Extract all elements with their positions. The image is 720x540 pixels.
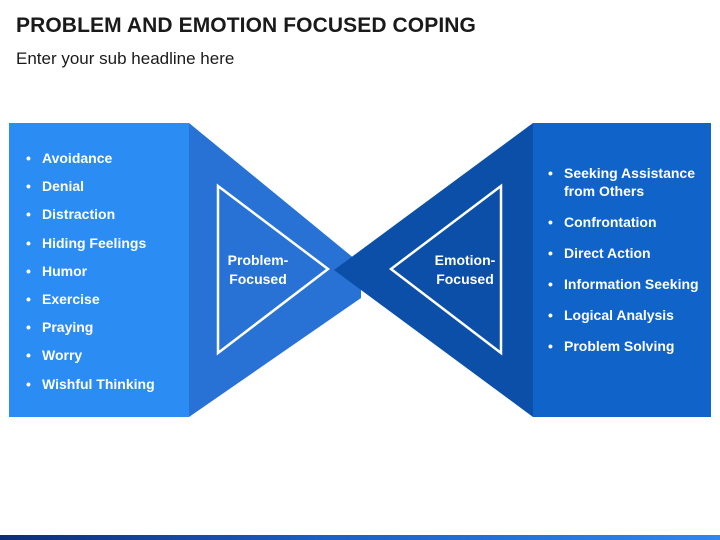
problem-triangle-outline (216, 183, 331, 356)
slide-subtitle: Enter your sub headline here (16, 49, 235, 68)
list-item: Praying (26, 318, 186, 336)
list-item: Direct Action (548, 244, 713, 262)
list-item: Logical Analysis (548, 306, 713, 324)
list-item: Information Seeking (548, 275, 713, 293)
list-item: Confrontation (548, 213, 713, 231)
list-item: Problem Solving (548, 337, 713, 355)
list-item: Denial (26, 177, 186, 195)
list-item: Wishful Thinking (26, 375, 186, 393)
left-coping-list: Avoidance Denial Distraction Hiding Feel… (26, 149, 186, 403)
problem-focused-label: Problem- Focused (227, 252, 289, 287)
slide-title: PROBLEM AND EMOTION FOCUSED COPING (16, 14, 476, 37)
list-item: Distraction (26, 205, 186, 223)
list-item: Avoidance (26, 149, 186, 167)
footer-bar (0, 535, 720, 540)
list-item: Exercise (26, 290, 186, 308)
emotion-triangle-outline (388, 183, 503, 356)
right-coping-list: Seeking Assistance from Others Confronta… (548, 164, 713, 368)
list-item: Humor (26, 262, 186, 280)
list-item: Hiding Feelings (26, 234, 186, 252)
right-wing (334, 123, 533, 417)
emotion-focused-label: Emotion- Focused (434, 252, 496, 287)
list-item: Seeking Assistance from Others (548, 164, 713, 200)
list-item: Worry (26, 346, 186, 364)
